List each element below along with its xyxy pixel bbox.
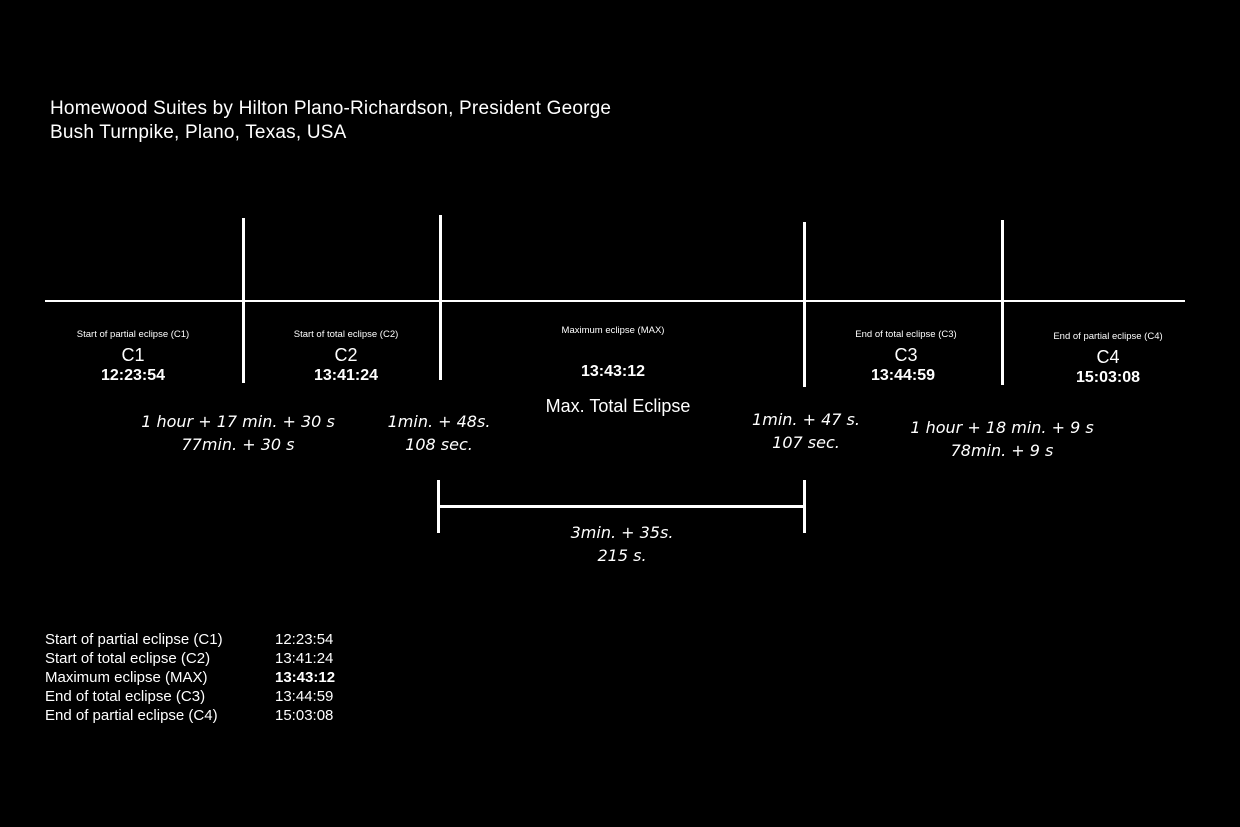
duration-totality-line2: 215 s. <box>597 546 647 565</box>
event-c4-time: 15:03:08 <box>1075 369 1141 386</box>
duration-c3-c4-line2: 78min. + 9 s <box>950 441 1054 460</box>
duration-c2-max-line2: 108 sec. <box>405 435 473 454</box>
duration-max-c3-line2: 107 sec. <box>772 433 840 452</box>
duration-c1-c2: 1 hour + 17 min. + 30 s 77min. + 30 s <box>141 410 335 456</box>
summary-event-time: 12:23:54 <box>275 631 334 648</box>
summary-event-time: 13:44:59 <box>275 688 334 705</box>
event-max-label: Maximum eclipse (MAX) <box>561 325 665 336</box>
summary-event-time: 15:03:08 <box>275 707 334 724</box>
event-c3-label: End of total eclipse (C3) <box>855 329 957 340</box>
tick-c2 <box>439 215 442 380</box>
max-total-eclipse-label: Max. Total Eclipse <box>545 396 691 416</box>
duration-c3-c4: 1 hour + 18 min. + 9 s 78min. + 9 s <box>910 416 1093 462</box>
summary-row: Maximum eclipse (MAX) 13:43:12 <box>45 668 335 687</box>
tick-c1 <box>242 218 245 383</box>
summary-event-name: End of total eclipse (C3) <box>45 688 206 705</box>
event-c4-code: C4 <box>1096 347 1120 367</box>
event-c2-code: C2 <box>334 345 358 365</box>
event-c1-label: Start of partial eclipse (C1) <box>76 329 190 340</box>
event-c1-code: C1 <box>121 345 145 365</box>
event-c3-code: C3 <box>894 345 918 365</box>
duration-c1-c2-line2: 77min. + 30 s <box>181 435 295 454</box>
summary-row: End of partial eclipse (C4) 15:03:08 <box>45 706 335 725</box>
event-c2-label: Start of total eclipse (C2) <box>293 329 399 340</box>
summary-event-name: End of partial eclipse (C4) <box>45 707 218 724</box>
summary-row: Start of total eclipse (C2) 13:41:24 <box>45 649 335 668</box>
location-title: Homewood Suites by Hilton Plano-Richards… <box>50 97 611 145</box>
summary-row: End of total eclipse (C3) 13:44:59 <box>45 687 335 706</box>
location-title-line2: Bush Turnpike, Plano, Texas, USA <box>50 122 347 143</box>
duration-totality-line1: 3min. + 35s. <box>570 523 674 542</box>
duration-c2-max: 1min. + 48s. 108 sec. <box>388 410 491 456</box>
totality-bracket-right <box>803 480 806 533</box>
summary-event-name: Start of total eclipse (C2) <box>45 650 211 667</box>
event-c4-label: End of partial eclipse (C4) <box>1053 331 1163 342</box>
summary-row: Start of partial eclipse (C1) 12:23:54 <box>45 630 335 649</box>
event-max-time: 13:43:12 <box>580 363 646 380</box>
tick-c4 <box>1001 220 1004 385</box>
tick-c3 <box>803 222 806 387</box>
duration-max-c3: 1min. + 47 s. 107 sec. <box>752 408 860 454</box>
summary-event-time: 13:43:12 <box>275 669 336 686</box>
duration-c1-c2-line1: 1 hour + 17 min. + 30 s <box>141 412 335 431</box>
duration-c3-c4-line1: 1 hour + 18 min. + 9 s <box>910 418 1094 437</box>
summary-event-name: Maximum eclipse (MAX) <box>45 669 208 686</box>
duration-c2-max-line1: 1min. + 48s. <box>387 412 491 431</box>
timeline-axis <box>45 300 1185 302</box>
totality-bracket-bar <box>437 505 806 508</box>
event-c1-time: 12:23:54 <box>100 367 166 384</box>
duration-max-c3-line1: 1min. + 47 s. <box>752 410 860 429</box>
summary-event-name: Start of partial eclipse (C1) <box>45 631 223 648</box>
location-title-line1: Homewood Suites by Hilton Plano-Richards… <box>50 98 612 119</box>
event-c2-time: 13:41:24 <box>313 367 379 384</box>
event-c3-time: 13:44:59 <box>870 367 936 384</box>
summary-event-time: 13:41:24 <box>275 650 334 667</box>
duration-totality: 3min. + 35s. 215 s. <box>571 521 674 567</box>
